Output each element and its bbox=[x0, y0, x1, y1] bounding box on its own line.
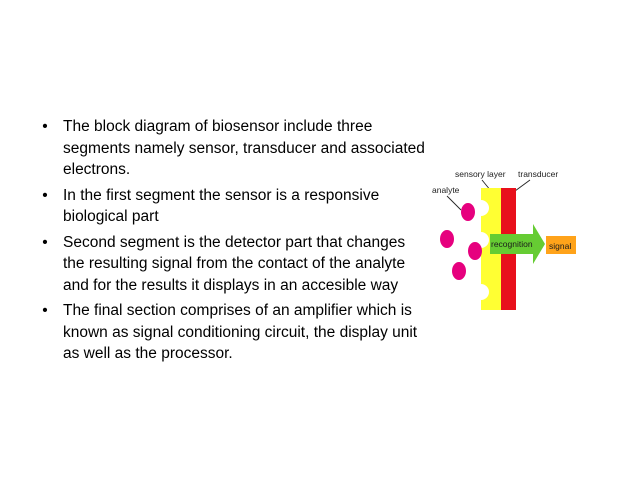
analyte-molecule bbox=[452, 262, 466, 280]
sensory-layer-label: sensory layer bbox=[455, 169, 506, 179]
bullet-text: The block diagram of biosensor include t… bbox=[63, 118, 425, 178]
receptor-site bbox=[481, 232, 489, 248]
bullet-text: Second segment is the detector part that… bbox=[63, 233, 406, 294]
analyte-molecule bbox=[440, 230, 454, 248]
biosensor-diagram: sensory layer transducer analyte recogni… bbox=[432, 169, 576, 310]
analyte-pointer bbox=[446, 195, 462, 211]
bullet-glyph: • bbox=[42, 118, 48, 135]
analyte-molecule bbox=[468, 242, 482, 260]
bullet-glyph: • bbox=[42, 233, 48, 251]
receptor-site bbox=[481, 200, 489, 216]
bullet-glyph: • bbox=[42, 186, 48, 204]
bullet-list: • The block diagram of biosensor include… bbox=[38, 116, 428, 369]
bullet-text: In the first segment the sensor is a res… bbox=[63, 186, 380, 226]
bullet-glyph: • bbox=[42, 302, 48, 319]
signal-box bbox=[546, 236, 576, 254]
signal-label: signal bbox=[549, 241, 571, 251]
bullet-item: • Second segment is the detector part th… bbox=[38, 232, 428, 297]
transducer-pointer bbox=[514, 179, 531, 192]
analyte-molecule bbox=[461, 203, 475, 221]
bullet-text: The final section comprises of an amplif… bbox=[63, 302, 418, 362]
bullet-item: • The final section comprises of an ampl… bbox=[38, 300, 428, 365]
recognition-label: recognition bbox=[491, 239, 533, 249]
recognition-arrow bbox=[490, 224, 545, 264]
bullet-item: • The block diagram of biosensor include… bbox=[38, 116, 428, 181]
bullet-item: • In the first segment the sensor is a r… bbox=[38, 185, 428, 228]
analyte-label: analyte bbox=[432, 185, 460, 195]
transducer-label: transducer bbox=[518, 169, 558, 179]
receptor-site bbox=[481, 284, 489, 300]
